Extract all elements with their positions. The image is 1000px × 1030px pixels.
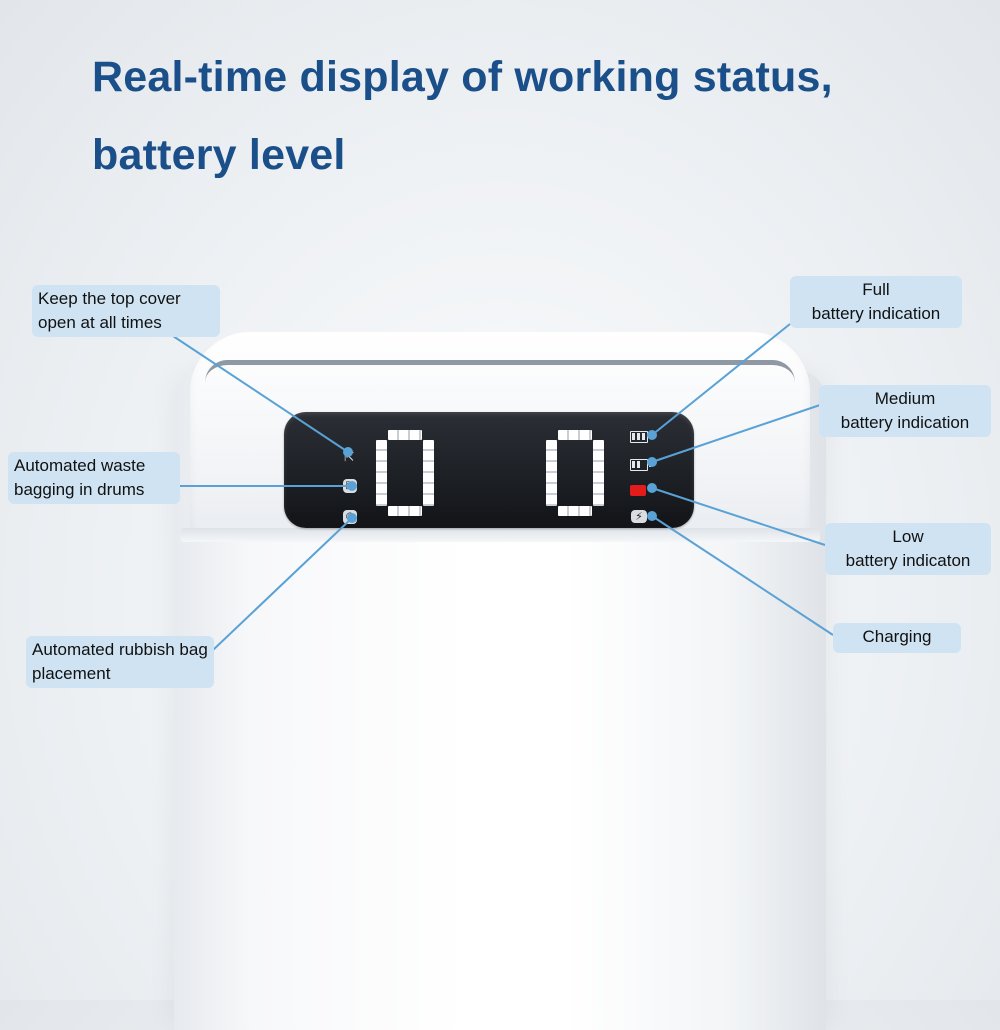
left-digit (376, 430, 434, 516)
callout-top-cover: Keep the top cover open at all times (32, 285, 220, 337)
callout-low-battery-title: Low (892, 527, 924, 546)
callout-low-battery-subtitle: battery indicaton (845, 551, 971, 570)
headline-line-1: Real-time display of working status, (92, 53, 833, 101)
leader-lines (169, 323, 834, 651)
battery-low-icon (630, 485, 646, 496)
open-lid-icon: ⇱ (343, 450, 355, 464)
callout-waste-bagging: Automated waste bagging in drums (8, 452, 180, 504)
callout-bag-placement: Automated rubbish bag placement (26, 636, 214, 688)
callout-charging-text: Charging (862, 627, 932, 646)
callout-medium-battery-subtitle: battery indication (840, 413, 970, 432)
callout-bag-placement-text: Automated rubbish bag placement (32, 640, 208, 683)
callout-medium-battery: Medium battery indication (819, 385, 991, 437)
callout-charging: Charging (833, 623, 961, 653)
headline: Real-time display of working status, bat… (92, 38, 972, 194)
headline-line-2: battery level (92, 131, 346, 179)
charging-icon: ⚡ (631, 510, 647, 523)
callout-full-battery: Full battery indication (790, 276, 962, 328)
callout-waste-bagging-text: Automated waste bagging in drums (14, 456, 146, 499)
lid-rim (205, 360, 795, 405)
callout-low-battery: Low battery indicaton (825, 523, 991, 575)
callout-medium-battery-title: Medium (874, 389, 936, 408)
callout-full-battery-subtitle: battery indication (811, 304, 941, 323)
right-digit (546, 430, 604, 516)
lid-band (180, 528, 820, 542)
callout-top-cover-text: Keep the top cover open at all times (38, 289, 181, 332)
callout-full-battery-title: Full (862, 280, 890, 299)
status-display: ⇱ ▣ ◉ ⚡ (284, 412, 694, 528)
